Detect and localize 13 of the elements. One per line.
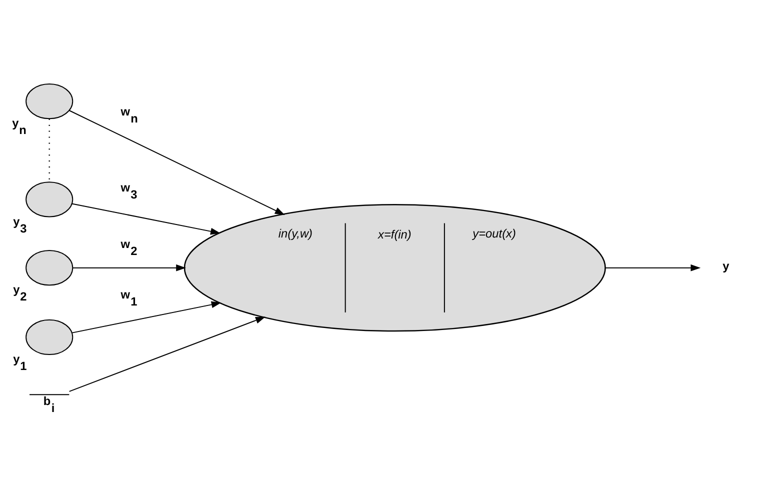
arrow (68, 316, 266, 392)
arrow (72, 264, 186, 272)
arrow (604, 264, 701, 272)
arrow (72, 203, 220, 235)
arrow (68, 110, 285, 215)
node-text: y (722, 258, 730, 273)
node-circle (26, 250, 74, 286)
node-circle (26, 319, 74, 356)
node-circle (26, 83, 74, 120)
node-circle (26, 182, 74, 218)
node-ellipse: in(y,w) x=f(in) y=out(x) (184, 204, 606, 332)
arrow (72, 301, 222, 334)
connector (48, 118, 50, 182)
